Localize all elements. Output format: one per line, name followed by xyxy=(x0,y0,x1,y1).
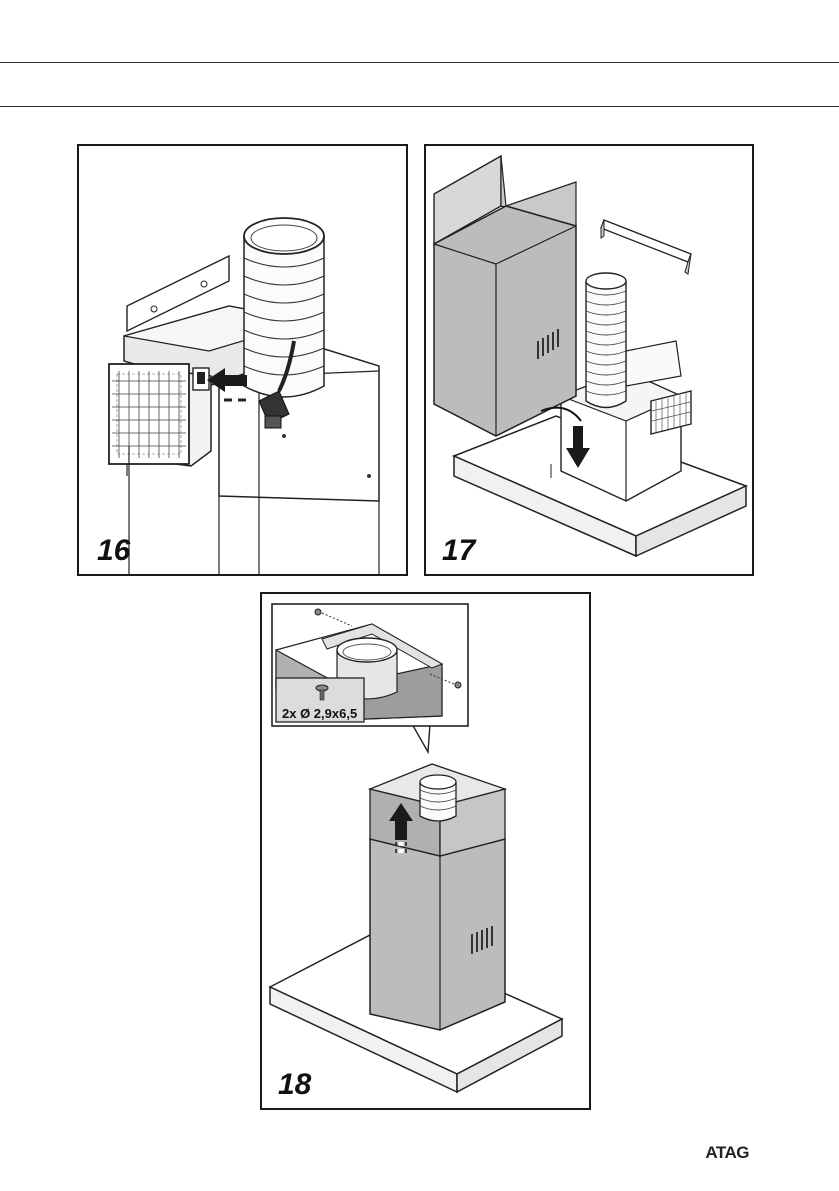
figure-17-illustration xyxy=(426,146,754,576)
figure-18-number: 18 xyxy=(278,1068,311,1102)
wall-bracket xyxy=(601,220,691,274)
brand-logo: ATAG xyxy=(705,1143,749,1163)
figure-18-illustration xyxy=(262,594,591,1110)
header-rule-top xyxy=(0,62,839,63)
figure-16-number: 16 xyxy=(97,534,130,568)
flexible-duct xyxy=(586,273,626,408)
figure-17-panel: 17 xyxy=(424,144,754,576)
header-rule-bottom xyxy=(0,106,839,107)
screw-spec-label: 2x Ø 2,9x6,5 xyxy=(282,706,357,721)
flexible-duct xyxy=(244,218,324,397)
chimney-cover xyxy=(434,156,576,436)
grease-filter xyxy=(109,364,189,464)
figure-17-number: 17 xyxy=(442,534,475,568)
figure-16-panel: 16 xyxy=(77,144,408,576)
figure-16-illustration xyxy=(79,146,408,576)
figure-18-panel: 2x Ø 2,9x6,5 18 xyxy=(260,592,591,1110)
flexible-duct xyxy=(420,775,456,821)
